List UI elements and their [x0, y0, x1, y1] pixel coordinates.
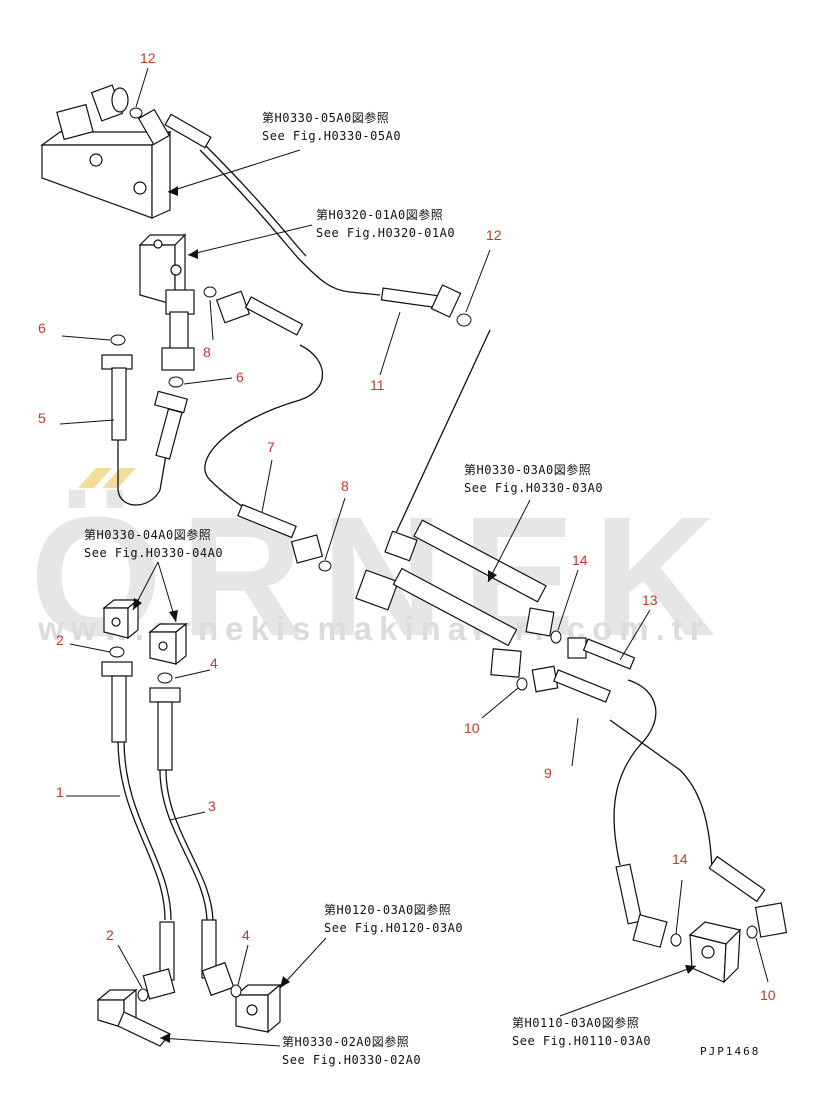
- oring-6-right: [168, 376, 184, 388]
- oring-14-mid: [550, 630, 562, 644]
- drawing-code: PJP1468: [700, 1045, 760, 1058]
- callout: 13: [642, 592, 658, 608]
- callout-numbers: 12 12 6 8 6 5 11 7 8 14 13 2 4 10 9 1 3 …: [38, 50, 776, 1003]
- o-rings: [109, 107, 758, 1002]
- oring-2-bottom: [137, 988, 149, 1002]
- fitting-3-top: [149, 687, 181, 771]
- fitting-9: [531, 665, 611, 703]
- callout: 14: [572, 552, 588, 568]
- callout: 8: [341, 478, 349, 494]
- block-h0330-04a0-right: [148, 622, 188, 666]
- reference-labels: 第H0330-05A0図参照 See Fig.H0330-05A0 第H0320…: [84, 110, 651, 1067]
- callout: 2: [106, 927, 114, 943]
- control-valve-top: [40, 84, 172, 219]
- ref-h0330-03a0-jp: 第H0330-03A0図参照: [464, 462, 591, 477]
- fitting-1-top: [101, 661, 133, 743]
- fitting-7-lower: [237, 503, 324, 564]
- callout: 3: [208, 798, 216, 814]
- oring-8-lower: [318, 560, 332, 572]
- callout: 2: [56, 632, 64, 648]
- callout: 11: [370, 377, 385, 393]
- oring-12-top: [129, 107, 143, 119]
- cylinder-lower: [355, 567, 522, 678]
- fitting-1-bottom: [142, 921, 176, 1000]
- block-h0110-03a0: [688, 921, 742, 984]
- fitting-10-bottom: [708, 855, 788, 938]
- block-h0330-02a0: [96, 988, 171, 1047]
- callout: 5: [38, 410, 46, 426]
- ref-h0320-01a0-jp: 第H0320-01A0図参照: [316, 207, 443, 222]
- ref-h0330-03a0-en: See Fig.H0330-03A0: [464, 481, 603, 495]
- ref-h0110-03a0-en: See Fig.H0110-03A0: [512, 1034, 651, 1048]
- callout-leaders: [59, 67, 769, 989]
- callout: 14: [672, 851, 688, 867]
- callout: 12: [486, 227, 502, 243]
- ref-h0330-05a0-en: See Fig.H0330-05A0: [262, 129, 401, 143]
- callout: 8: [203, 344, 211, 360]
- ref-h0120-03a0-jp: 第H0120-03A0図参照: [324, 902, 451, 917]
- fitting-6-lower: [153, 390, 189, 460]
- ref-h0320-01a0-en: See Fig.H0320-01A0: [316, 226, 455, 240]
- block-h0120-03a0: [234, 983, 282, 1034]
- ref-h0110-03a0-jp: 第H0110-03A0図参照: [512, 1015, 639, 1030]
- oring-6-left: [110, 334, 126, 346]
- oring-4-bottom: [230, 984, 242, 998]
- callout: 6: [236, 369, 244, 385]
- callout: 6: [38, 320, 46, 336]
- ref-h0330-02a0-jp: 第H0330-02A0図参照: [282, 1034, 409, 1049]
- oring-12-right: [456, 313, 472, 327]
- block-h0320: [138, 233, 195, 371]
- ref-h0120-03a0-en: See Fig.H0120-03A0: [324, 921, 463, 935]
- callout: 7: [267, 439, 275, 455]
- callout: 4: [210, 655, 218, 671]
- ref-h0330-05a0-jp: 第H0330-05A0図参照: [262, 110, 389, 125]
- ref-h0330-04a0-en: See Fig.H0330-04A0: [84, 546, 223, 560]
- callout: 10: [760, 987, 776, 1003]
- oring-10-mid: [516, 677, 528, 691]
- hoses: [117, 145, 713, 921]
- oring-2-top: [109, 646, 125, 658]
- ref-h0330-04a0-jp: 第H0330-04A0図参照: [84, 527, 211, 542]
- fitting-13: [567, 637, 636, 670]
- fitting-11: [380, 284, 462, 318]
- block-h0330-04a0-left: [102, 598, 140, 640]
- fitting-12-top: [137, 108, 212, 149]
- reference-leaders: [132, 149, 697, 1047]
- callout: 1: [56, 784, 64, 800]
- components: [40, 84, 788, 1047]
- ref-h0330-02a0-en: See Fig.H0330-02A0: [282, 1053, 421, 1067]
- fitting-7-upper: [215, 290, 304, 336]
- callout: 12: [140, 50, 156, 66]
- cylinder-upper: [384, 519, 555, 637]
- callout: 10: [464, 720, 480, 736]
- fitting-3-bottom: [201, 919, 235, 997]
- watermark: ÖRNEK www.ornekismakinalari.com.tr: [30, 468, 716, 672]
- fitting-14-bottom: [615, 863, 668, 948]
- callout: 4: [242, 927, 250, 943]
- oring-14-bottom: [670, 933, 682, 947]
- oring-10-bottom: [746, 925, 758, 939]
- fitting-5: [101, 354, 133, 441]
- oring-8-upper: [203, 286, 217, 298]
- oring-4-top: [157, 672, 173, 684]
- callout: 9: [544, 765, 552, 781]
